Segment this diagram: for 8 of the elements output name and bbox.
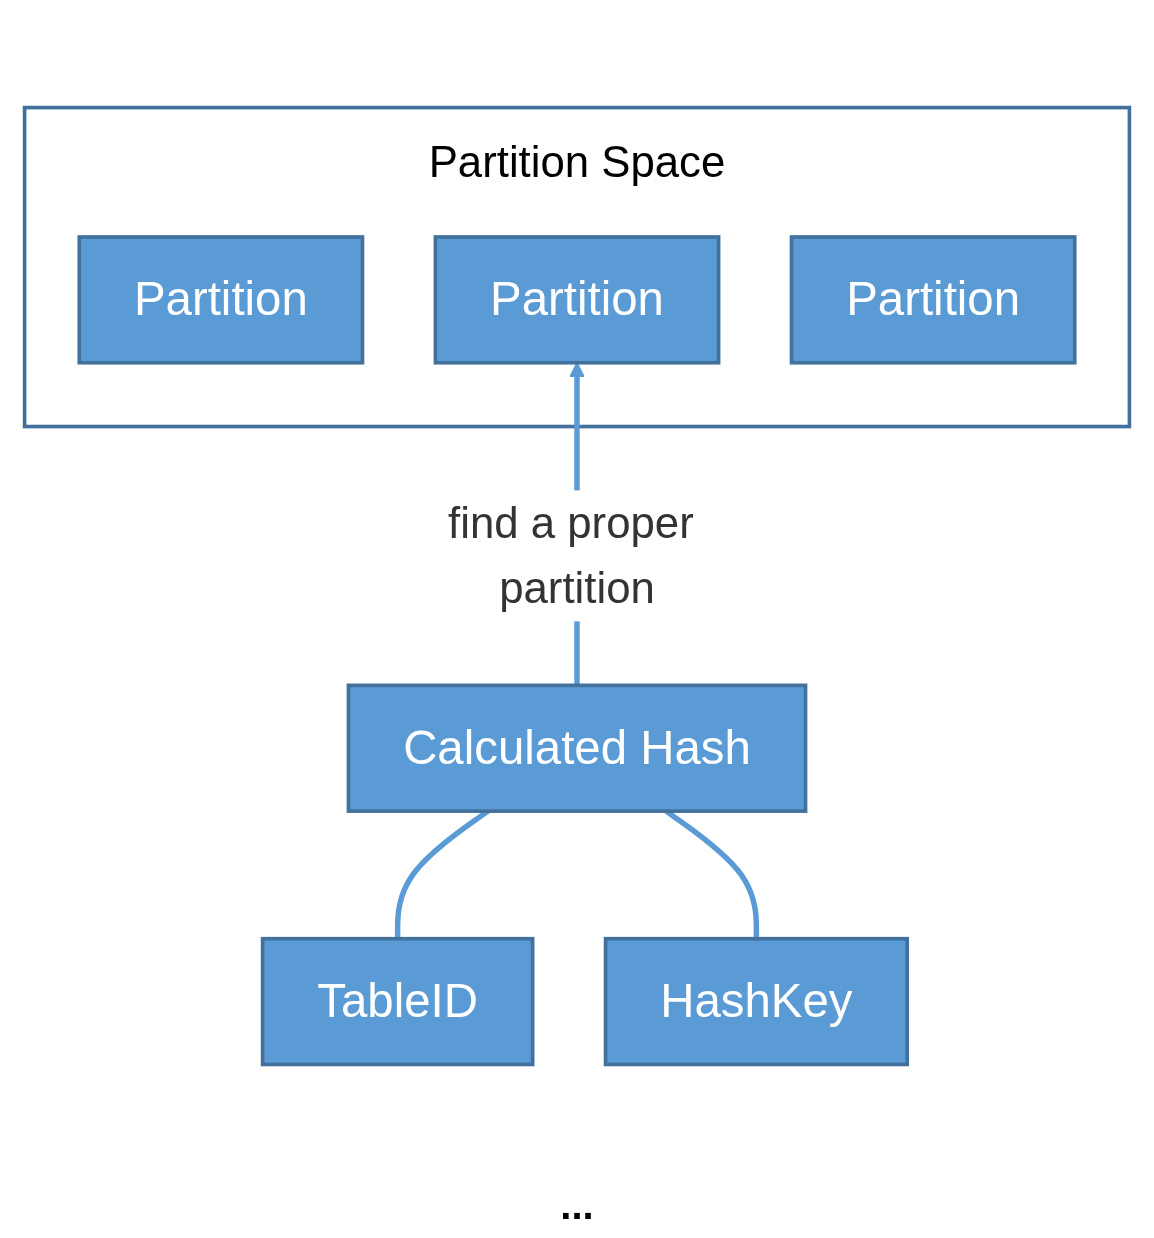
node-box: Partition [433, 235, 721, 366]
node-box: TableID [260, 937, 535, 1067]
edge-label: find a proper partition [448, 498, 694, 613]
node-box: HashKey [603, 937, 910, 1067]
node-box: Partition [789, 235, 1077, 366]
ellipsis-label: ... [560, 1183, 594, 1227]
node-box: Calculated Hash [346, 684, 808, 814]
node-box: Partition [77, 235, 365, 366]
